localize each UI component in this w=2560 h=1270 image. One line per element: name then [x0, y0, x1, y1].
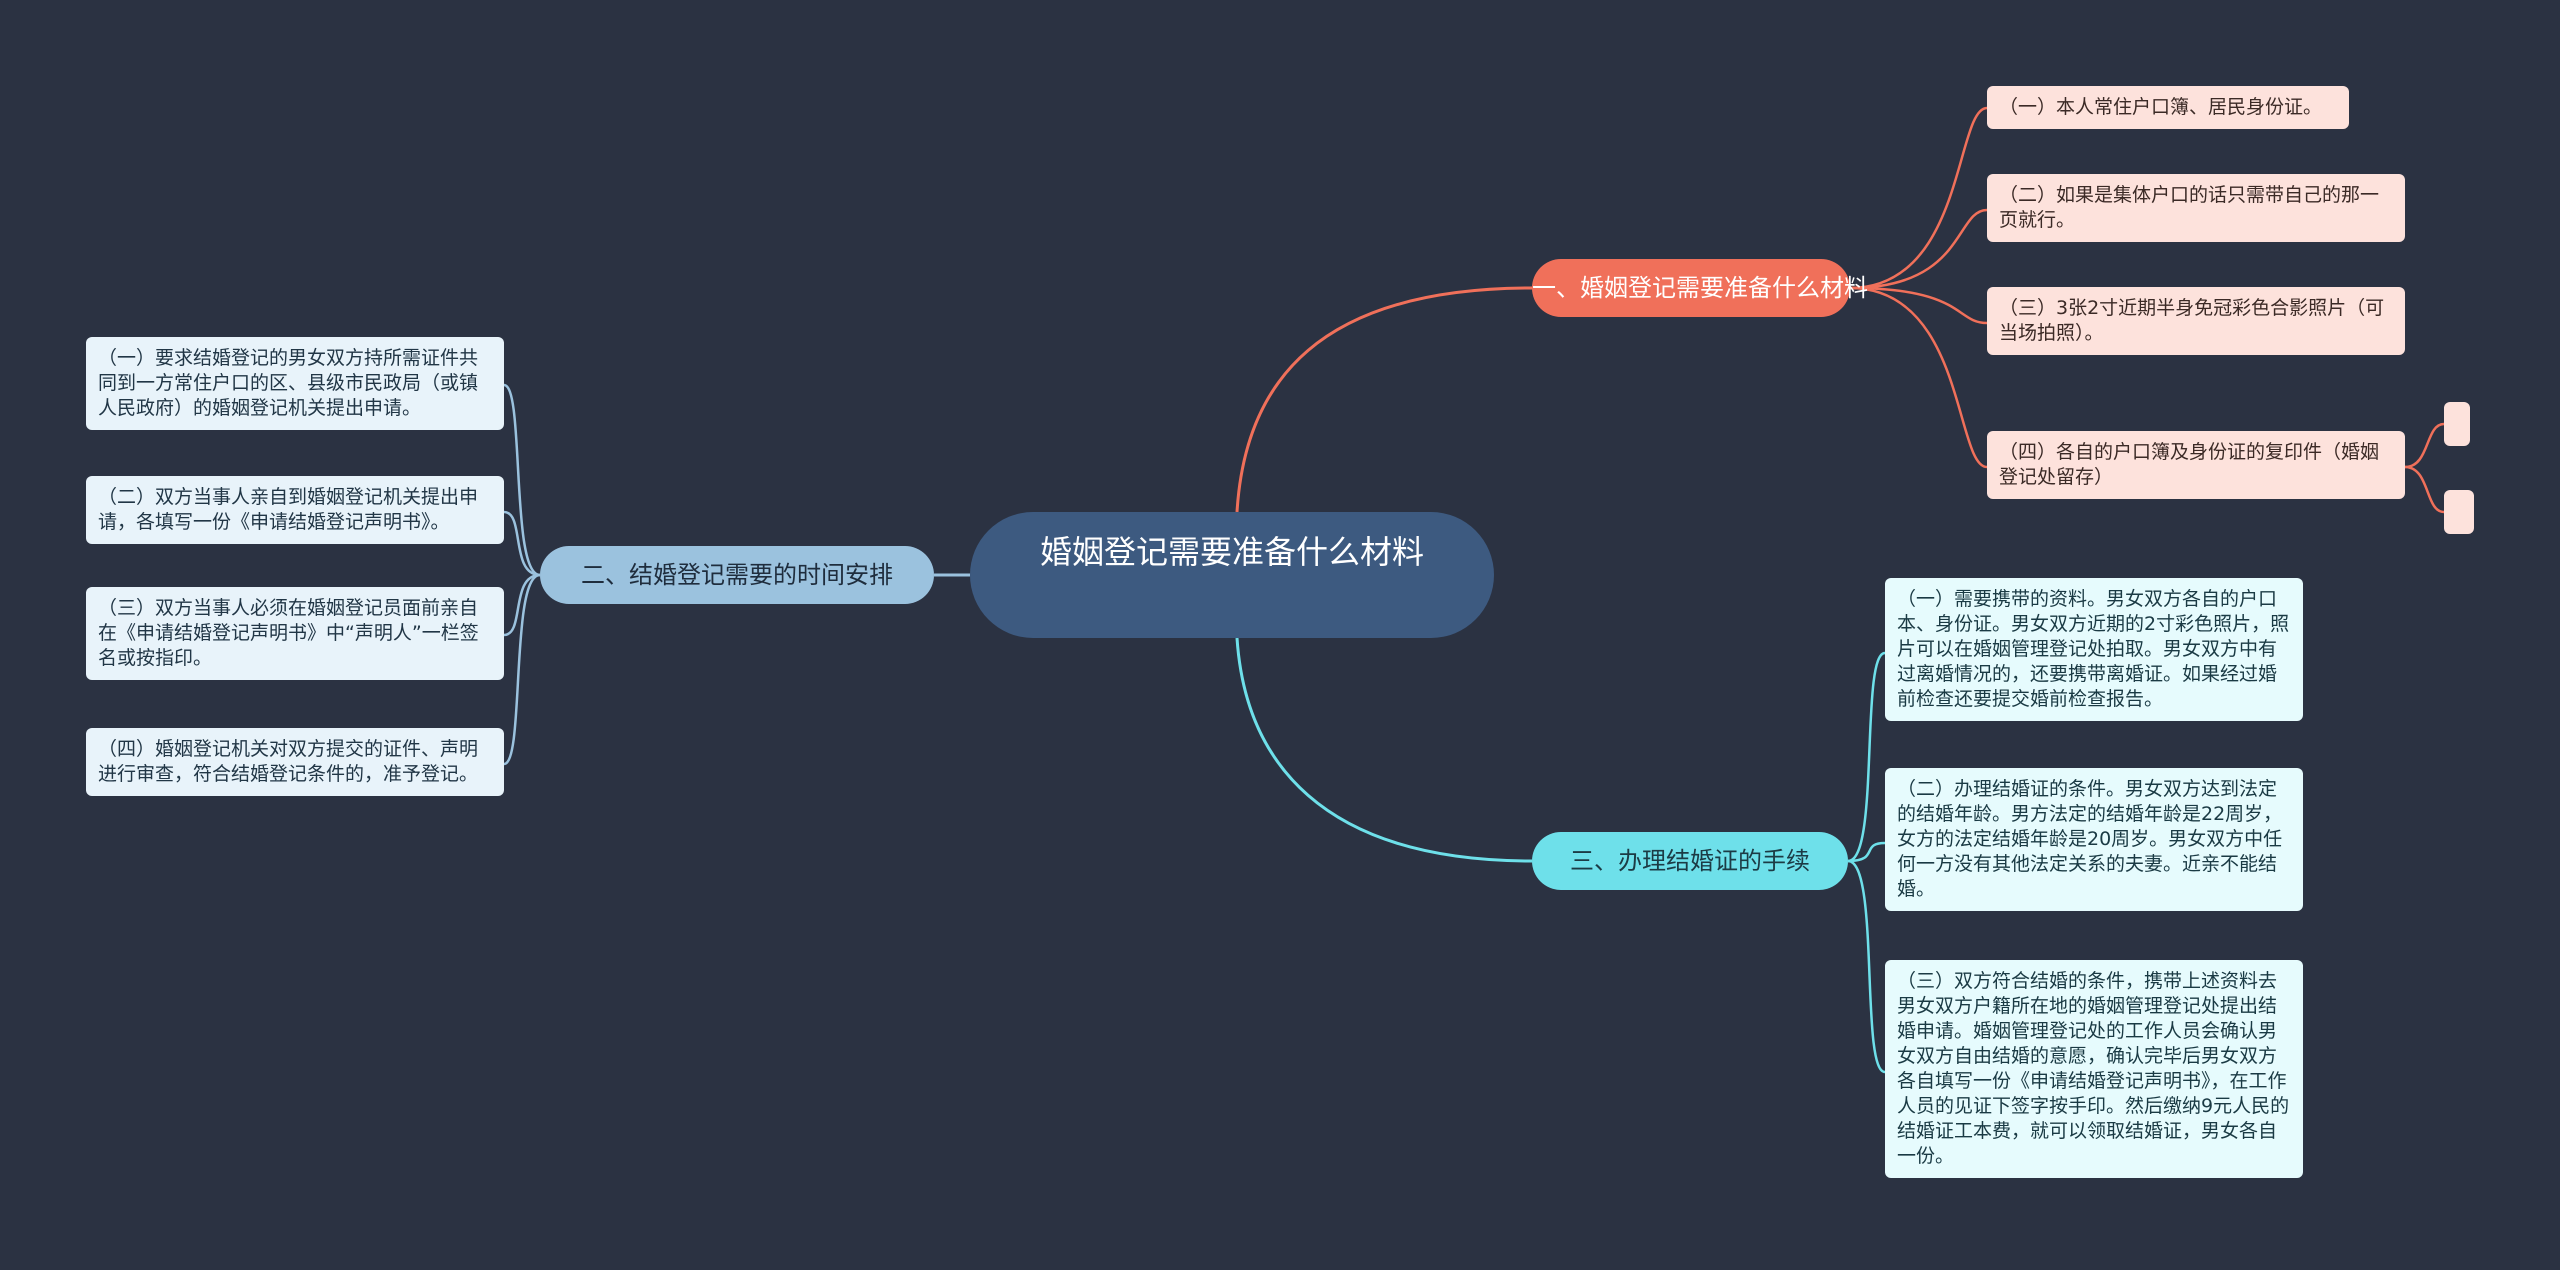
branch-node-materials[interactable]: 一、婚姻登记需要准备什么材料 [1532, 259, 1868, 317]
leaf-node[interactable]: （二）办理结婚证的条件。男女双方达到法定的结婚年龄。男方法定的结婚年龄是22周岁… [1885, 768, 2303, 911]
leaf-text: （三）3张2寸近期半身免冠彩色合影照片（可当场拍照）。 [1999, 297, 2385, 344]
link-leaf4-stub-1 [2404, 422, 2445, 469]
branch-node-schedule[interactable]: 二、结婚登记需要的时间安排 [540, 546, 934, 604]
leaf-text: （一）要求结婚登记的男女双方持所需证件共同到一方常住户口的区、县级市民政局（或镇… [98, 347, 479, 419]
leaf-text: （二）办理结婚证的条件。男女双方达到法定的结婚年龄。男方法定的结婚年龄是22周岁… [1897, 778, 2283, 900]
link-b1-leaf-2 [1849, 208, 1988, 290]
link-b3-leaf-3 [1847, 859, 1886, 1074]
link-b2-leaf-1 [503, 383, 541, 577]
leaf-node[interactable]: （三）3张2寸近期半身免冠彩色合影照片（可当场拍照）。 [1987, 287, 2405, 355]
branch-label: 一、婚姻登记需要准备什么材料 [1532, 274, 1868, 302]
link-leaf4-stub-2 [2404, 465, 2445, 514]
link-b1-leaf-3 [1849, 286, 1988, 325]
leaf-node[interactable]: （三）双方当事人必须在婚姻登记员面前亲自在《申请结婚登记声明书》中“声明人”一栏… [86, 587, 504, 680]
leaf-node[interactable]: （二）如果是集体户口的话只需带自己的那一页就行。 [1987, 174, 2405, 242]
root-title: 婚姻登记需要准备什么材料 [1039, 533, 1424, 571]
link-b2-leaf-2 [503, 510, 541, 577]
link-b3-leaf-1 [1847, 651, 1886, 863]
leaf-text: （四）婚姻登记机关对双方提交的证件、声明进行审查，符合结婚登记条件的，准予登记。 [98, 738, 479, 785]
leaf-text: （二）双方当事人亲自到婚姻登记机关提出申请，各填写一份《申请结婚登记声明书》。 [98, 486, 479, 533]
link-root-branch-3 [1235, 637, 1533, 863]
leaf-text: （四）各自的户口簿及身份证的复印件（婚姻登记处留存） [1999, 441, 2380, 488]
leaf-text: （一）本人常住户口簿、居民身份证。 [1999, 96, 2323, 118]
link-b3-leaf-2 [1847, 841, 1886, 863]
link-b2-leaf-3 [503, 573, 541, 637]
leaf-text: （三）双方符合结婚的条件，携带上述资料去男女双方户籍所在地的婚姻管理登记处提出结… [1897, 970, 2290, 1167]
leaf-text: （一）需要携带的资料。男女双方各自的户口本、身份证。男女双方近期的2寸彩色照片，… [1897, 588, 2290, 710]
root-node[interactable]: 婚姻登记需要准备什么材料 [970, 512, 1494, 638]
leaf-node[interactable]: （一）需要携带的资料。男女双方各自的户口本、身份证。男女双方近期的2寸彩色照片，… [1885, 578, 2303, 721]
leaf-node[interactable]: （四）各自的户口簿及身份证的复印件（婚姻登记处留存） [1987, 431, 2405, 499]
leaf-node[interactable]: （一）要求结婚登记的男女双方持所需证件共同到一方常住户口的区、县级市民政局（或镇… [86, 337, 504, 430]
leaf-text: （二）如果是集体户口的话只需带自己的那一页就行。 [1999, 184, 2380, 231]
link-root-branch-1 [1235, 286, 1533, 513]
empty-child-node[interactable] [2444, 402, 2470, 446]
branch-label: 二、结婚登记需要的时间安排 [581, 561, 893, 589]
leaf-text: （三）双方当事人必须在婚姻登记员面前亲自在《申请结婚登记声明书》中“声明人”一栏… [98, 597, 479, 669]
leaf-node[interactable]: （一）本人常住户口簿、居民身份证。 [1987, 86, 2349, 129]
leaf-node[interactable]: （二）双方当事人亲自到婚姻登记机关提出申请，各填写一份《申请结婚登记声明书》。 [86, 476, 504, 544]
branch-label: 三、办理结婚证的手续 [1570, 847, 1810, 875]
link-b1-leaf-4 [1849, 286, 1988, 469]
branch-node-procedure[interactable]: 三、办理结婚证的手续 [1532, 832, 1848, 890]
link-b1-leaf-1 [1849, 106, 1988, 290]
link-b2-leaf-4 [503, 573, 541, 766]
leaf-node[interactable]: （三）双方符合结婚的条件，携带上述资料去男女双方户籍所在地的婚姻管理登记处提出结… [1885, 960, 2303, 1178]
empty-child-node[interactable] [2444, 490, 2474, 534]
leaf-node[interactable]: （四）婚姻登记机关对双方提交的证件、声明进行审查，符合结婚登记条件的，准予登记。 [86, 728, 504, 796]
